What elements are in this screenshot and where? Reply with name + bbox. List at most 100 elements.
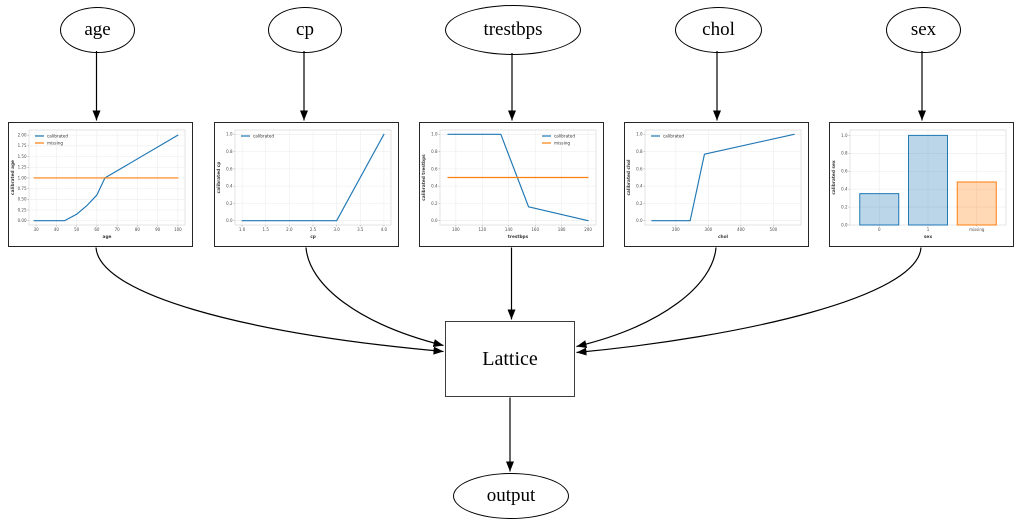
svg-text:0.0: 0.0 [226,218,233,223]
svg-text:0.8: 0.8 [226,149,233,154]
svg-text:calibrated: calibrated [253,134,274,139]
svg-text:1.0: 1.0 [226,132,233,137]
sex-chart-svg: 0 1 missing 0.0 0.2 0.4 0.6 0.8 1.0 sex calibrated… [831,129,1007,240]
svg-text:1.50: 1.50 [18,154,27,159]
svg-text:1.25: 1.25 [18,165,27,170]
cp-chart-svg: calibrated 1.0 1.5 2.0 2.5 3.0 3.5 4.0 0.0 0.2 0.4… [216,129,392,240]
calibration-chart-sex: 0 1 missing 0.0 0.2 0.4 0.6 0.8 1.0 sex calibrated… [829,122,1014,247]
input-node-sex: sex [886,7,961,53]
svg-text:70: 70 [115,227,121,232]
svg-text:1.0: 1.0 [841,133,848,138]
svg-text:0.6: 0.6 [636,166,643,171]
svg-text:1.0: 1.0 [239,227,246,232]
svg-text:50: 50 [74,227,80,232]
svg-text:2.00: 2.00 [18,133,27,138]
svg-text:300: 300 [705,227,713,232]
svg-text:1: 1 [927,227,930,232]
svg-text:0.6: 0.6 [431,166,438,171]
svg-text:missing: missing [47,141,63,146]
svg-text:100: 100 [174,227,182,232]
svg-text:age: age [103,235,112,240]
svg-text:500: 500 [770,227,778,232]
svg-text:1.00: 1.00 [18,175,27,180]
svg-text:sex: sex [924,235,932,240]
svg-text:calibrated age: calibrated age [10,160,16,195]
svg-text:0.0: 0.0 [431,218,438,223]
input-node-age-label: age [84,19,111,40]
svg-text:missing: missing [554,141,570,146]
svg-text:2.0: 2.0 [286,227,293,232]
lattice-node-label: Lattice [482,347,538,370]
svg-text:0.0: 0.0 [636,218,643,223]
svg-text:calibrated: calibrated [663,134,684,139]
svg-text:0.0: 0.0 [841,222,848,227]
input-node-chol: chol [675,7,762,53]
svg-text:missing: missing [969,227,985,232]
input-node-age: age [60,7,135,53]
svg-text:0.2: 0.2 [841,204,848,209]
edge-age-chart-to-lattice [95,247,444,355]
edge-sex-chart-to-lattice [576,247,922,356]
svg-text:0.00: 0.00 [18,218,27,223]
svg-text:3.5: 3.5 [357,227,364,232]
input-node-sex-label: sex [910,19,937,40]
svg-text:cp: cp [310,235,316,240]
svg-text:200: 200 [672,227,680,232]
input-node-cp-label: cp [296,19,314,40]
svg-text:calibrated cp: calibrated cp [216,162,222,194]
svg-text:0.4: 0.4 [636,184,643,189]
edge-cp-chart-to-lattice [305,247,444,347]
svg-text:calibrated sex: calibrated sex [831,160,837,194]
input-node-cp: cp [268,7,342,53]
svg-text:1.0: 1.0 [636,132,643,137]
svg-text:0.8: 0.8 [841,151,848,156]
svg-text:3.0: 3.0 [333,227,340,232]
svg-text:200: 200 [584,227,592,232]
svg-text:calibrated: calibrated [554,134,575,139]
svg-text:120: 120 [478,227,486,232]
svg-text:0.8: 0.8 [431,149,438,154]
svg-text:1.5: 1.5 [263,227,270,232]
svg-text:0.4: 0.4 [431,184,438,189]
svg-text:0.4: 0.4 [841,187,848,192]
svg-text:0.6: 0.6 [841,169,848,174]
svg-text:60: 60 [94,227,100,232]
svg-text:100: 100 [452,227,460,232]
svg-text:0.8: 0.8 [636,149,643,154]
svg-text:400: 400 [737,227,745,232]
svg-text:1.75: 1.75 [18,143,27,148]
svg-text:calibrated trestbps: calibrated trestbps [421,154,427,201]
svg-text:0.2: 0.2 [226,201,233,206]
edge-chol-chart-to-lattice [576,247,717,349]
svg-text:calibrated: calibrated [47,134,68,139]
input-node-trestbps: trestbps [445,5,581,55]
svg-text:160: 160 [531,227,539,232]
svg-text:calibrated chol: calibrated chol [626,159,632,196]
svg-text:0.25: 0.25 [18,207,27,212]
svg-text:0: 0 [878,227,881,232]
calibration-chart-cp: calibrated 1.0 1.5 2.0 2.5 3.0 3.5 4.0 0.0 0.2 0.4… [214,122,399,247]
svg-text:40: 40 [54,227,60,232]
svg-text:chol: chol [718,234,729,240]
output-node: output [453,473,569,519]
svg-text:0.6: 0.6 [226,166,233,171]
svg-text:180: 180 [558,227,566,232]
svg-text:0.50: 0.50 [18,197,27,202]
svg-text:4.0: 4.0 [381,227,388,232]
svg-text:80: 80 [135,227,141,232]
svg-text:2.5: 2.5 [310,227,317,232]
svg-text:0.2: 0.2 [431,201,438,206]
input-node-trestbps-label: trestbps [483,19,543,40]
svg-text:0.75: 0.75 [18,186,27,191]
svg-text:trestbps: trestbps [508,234,529,240]
svg-text:0.4: 0.4 [226,184,233,189]
svg-text:90: 90 [155,227,161,232]
